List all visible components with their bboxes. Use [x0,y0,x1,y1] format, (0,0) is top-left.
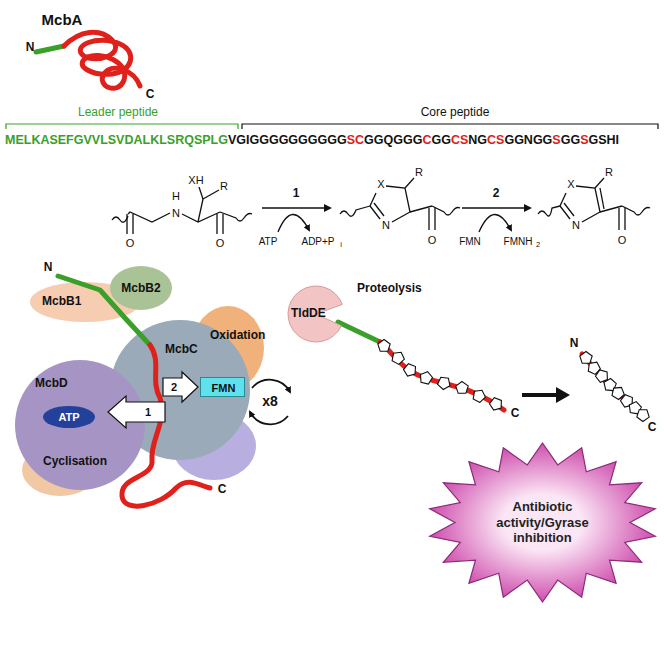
node-caption: Proteolysis [357,281,422,295]
sequence-residues: GSHI [588,133,619,147]
atom-label: O [428,234,437,246]
atom-label: X [567,178,574,190]
azole-rings [580,352,649,422]
atom-label: O [126,237,135,249]
subscript: i [340,241,342,249]
node-title: McbD [35,376,68,390]
terminus-label: C [218,483,227,496]
core-chain-bound [122,345,210,506]
terminus-label: N [44,261,53,274]
subunit-ellipse: McbB2 [110,266,172,310]
node-title: McbC [165,342,198,356]
chemical-structure [112,178,650,234]
sequence-residues: GGQGGG [364,133,422,147]
azole-ring [421,372,433,384]
protease-shape: TldDEProteolysis [285,285,347,343]
sequence-residues: MELKASEFGVVLSVDALKLSRQSPLG [5,133,228,147]
azole-ring [438,377,450,389]
atom-label: H [172,190,180,202]
activity-starburst: Antibiotic activity/Gyrase inhibition [425,440,660,605]
region-label: Leader peptide [78,106,158,119]
azole-rings [378,340,502,411]
node-title: McbB2 [121,281,160,295]
terminus-label: C [146,88,155,101]
cofactor-label: ATP [259,236,278,247]
sequence-residues: CS [487,133,504,147]
precursor-protein [36,32,140,88]
azole-ring [456,382,468,394]
atom-label: N [172,207,180,219]
step-number: 1 [293,187,300,200]
leader-bracket [6,124,238,129]
cycle-count: x8 [262,394,278,409]
sequence-residues: VGIGGGGGGGGGG [228,133,347,147]
leader-fragment [338,322,380,342]
step-number: 2 [493,187,500,200]
node-caption: Oxidation [210,328,265,342]
terminus-label: C [648,421,657,434]
azole-ring [378,340,390,352]
sequence-residues: GGNGG [504,133,552,147]
sequence-residues: GG [561,133,580,147]
step-number: 2 [171,381,177,393]
sequence-residues: S [580,133,588,147]
node-title: FMN [212,382,236,394]
atom-label: N [382,219,390,231]
terminus-label: N [570,337,579,350]
node-title: McbB1 [42,294,81,308]
step-number: 1 [145,406,151,418]
cofactor-label: FMNH [504,236,533,247]
atom-label: N [572,219,580,231]
cofactor-label: ADP+P [301,236,334,247]
sequence-residues: NG [468,133,487,147]
cycle-arrows [250,380,290,425]
cofactor-label: FMN [459,236,481,247]
atom-label: O [618,234,627,246]
protein-name: McbA [42,12,83,29]
region-label: Core peptide [421,106,490,119]
atom-label: R [605,166,613,178]
sequence-residues: CS [451,133,468,147]
core-chain [380,342,504,410]
node-title: Antibiotic activity/Gyrase inhibition [479,499,607,546]
sequence-residues: SC [347,133,364,147]
azole-ring [404,364,416,376]
core-bracket [242,124,658,129]
subunit-ellipse: McbD Cyclisation ATP [15,360,145,490]
azole-ring [490,398,502,410]
azole-ring [473,390,485,402]
node-title: ATP [58,411,79,423]
peptide-sequence: MELKASEFGVVLSVDALKLSRQSPLGVGIGGGGGGGGGGS… [5,133,619,148]
process-arrowhead [556,387,570,403]
sequence-residues: S [552,133,560,147]
step-arrow [163,372,198,402]
azole-ring [392,352,404,364]
step-arrow [108,396,165,428]
sequence-residues: C [422,133,431,147]
atom-label: R [415,166,423,178]
azole-ring [596,370,608,382]
process-arrow [522,393,558,397]
terminus-label: C [511,407,520,420]
atom-label: X [377,178,384,190]
subscript: 2 [536,241,540,249]
terminus-label: N [26,41,35,54]
azole-ring [637,410,649,422]
atom-label: O [216,237,225,249]
node-title: TldDE [291,306,326,320]
azole-ring [580,352,592,364]
mature-chain [582,354,644,416]
node-caption: Cyclisation [43,454,107,468]
atom-label: XH [188,174,203,186]
cofactor-box: FMN [200,377,245,397]
sequence-residues: GG [431,133,450,147]
cofactor-ellipse: ATP [43,406,95,428]
leader-peptide [58,276,150,345]
atom-label: R [220,180,228,192]
